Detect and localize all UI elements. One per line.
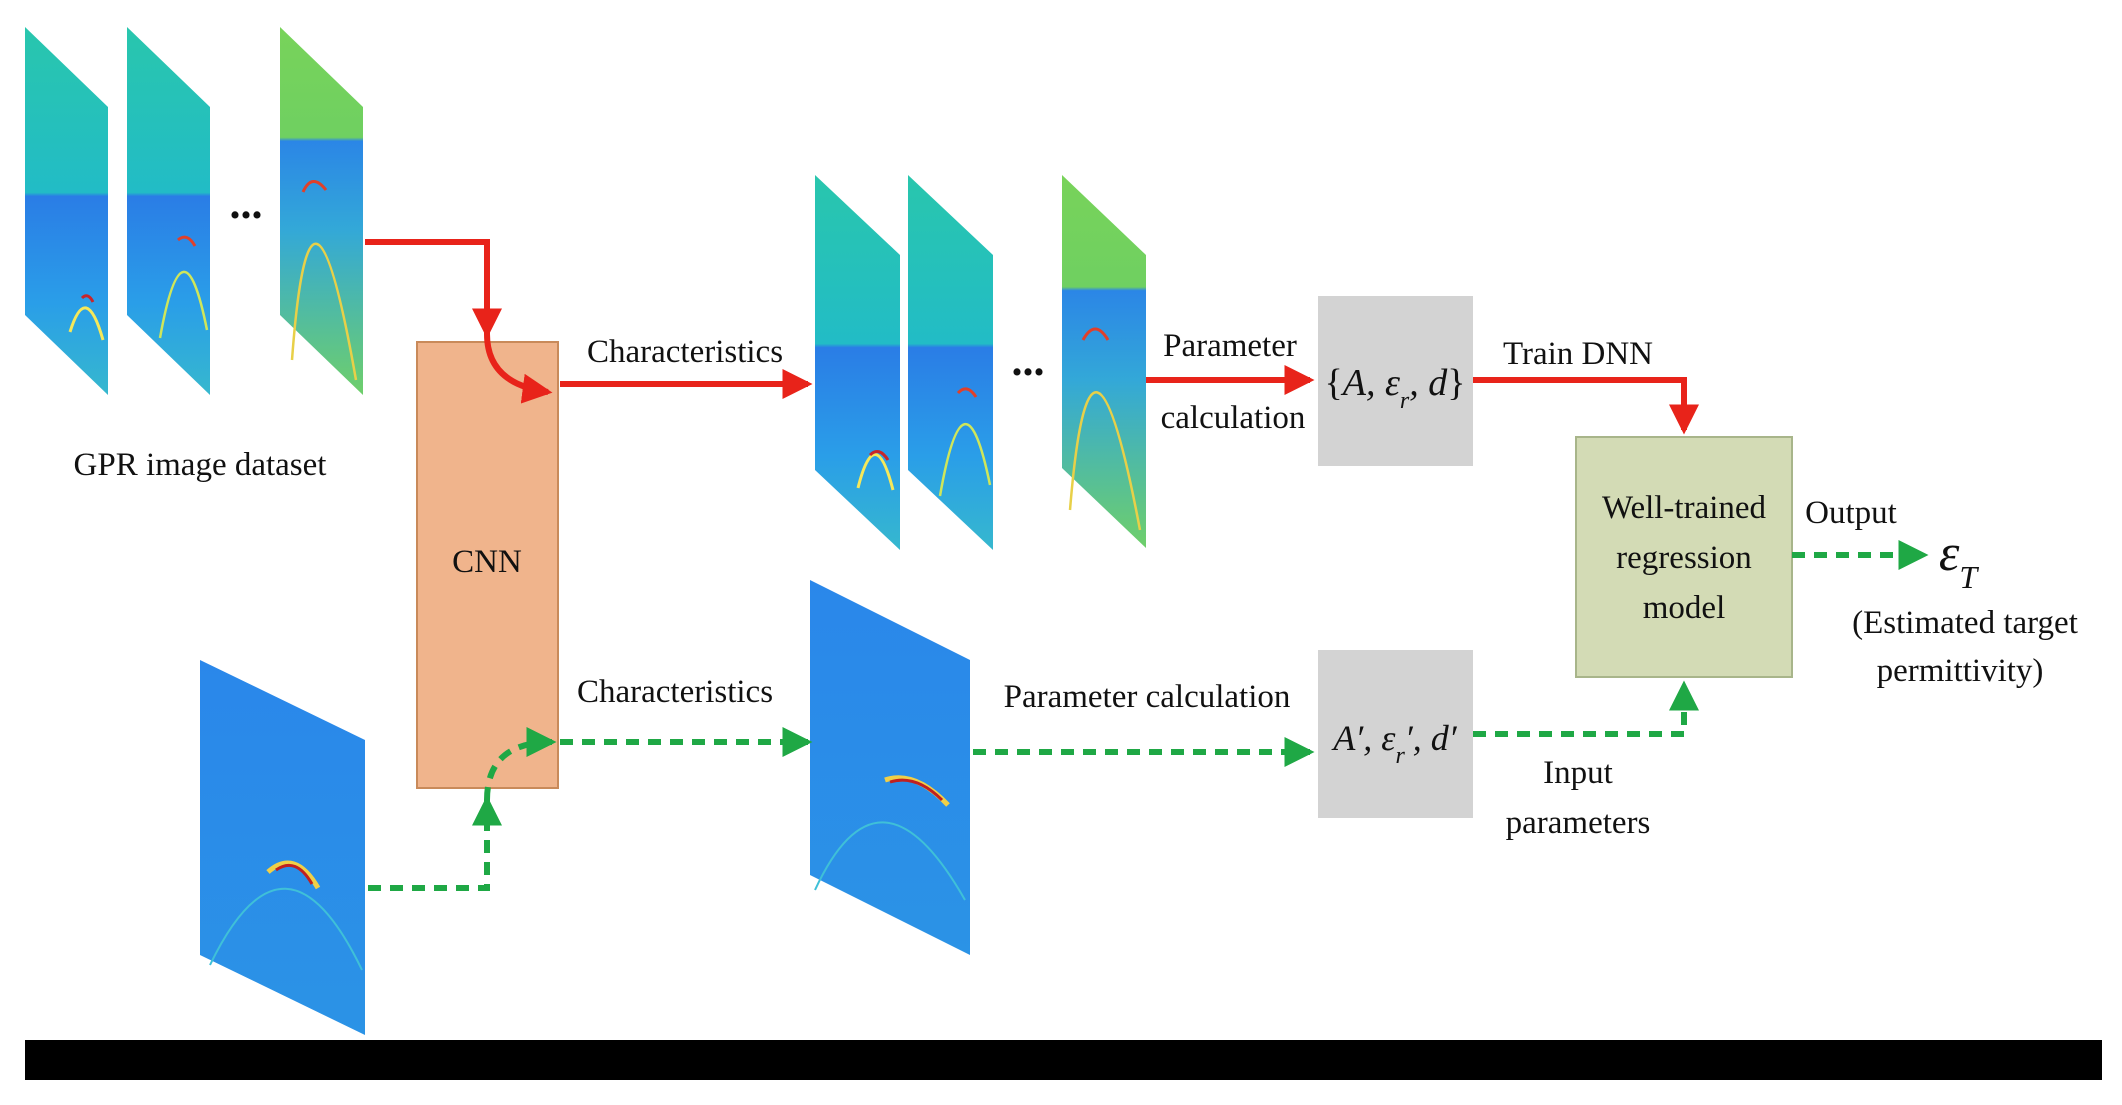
param-box-bottom: A′, εr′, d′ xyxy=(1318,650,1473,818)
model-label-line2: regression xyxy=(1616,540,1752,576)
model-box xyxy=(1575,436,1793,678)
characteristics-label-top: Characteristics xyxy=(587,334,783,370)
output-symbol: εT xyxy=(1939,525,1980,595)
model-label-line1: Well-trained xyxy=(1602,490,1767,526)
dataset-images: ... GPR image dataset xyxy=(25,27,363,483)
param-box-top: {A, εr, d} xyxy=(1318,296,1473,466)
param-calc-top-line1: Parameter xyxy=(1163,328,1297,364)
output-desc-line1: (Estimated target xyxy=(1852,605,2078,641)
arrow-dataset-to-cnn xyxy=(365,239,502,339)
gpr-image-1 xyxy=(25,27,108,395)
ellipsis-mid: ... xyxy=(1012,336,1045,385)
cnn-block: CNN xyxy=(416,341,559,789)
input-image xyxy=(200,660,365,1035)
arrow-cnn-to-characteristics xyxy=(484,333,553,404)
arrow-input-to-cnn xyxy=(368,795,502,891)
arrow-cnn-to-characteristics-bottom xyxy=(484,727,557,801)
char-image-3 xyxy=(1062,175,1146,548)
arrow-input-params xyxy=(1473,680,1699,737)
input-params-line2: parameters xyxy=(1506,805,1651,841)
training-arrows xyxy=(365,239,1699,435)
output-label: Output xyxy=(1805,495,1897,531)
bottom-bar xyxy=(25,1040,2102,1080)
output-desc-line2: permittivity) xyxy=(1877,653,2044,689)
characteristics-label-bottom: Characteristics xyxy=(577,674,773,710)
gpr-image-2 xyxy=(127,27,210,395)
ellipsis-left: ... xyxy=(230,179,263,228)
inference-arrows xyxy=(368,540,1929,891)
dataset-label: GPR image dataset xyxy=(74,447,327,483)
cnn-label: CNN xyxy=(452,544,522,580)
param-calc-top-line2: calculation xyxy=(1161,400,1306,436)
gpr-image-3 xyxy=(280,27,363,395)
param-calc-bottom-label: Parameter calculation xyxy=(1004,679,1291,715)
input-characteristic-image xyxy=(810,580,970,955)
cnn-box xyxy=(416,341,559,789)
model-label-line3: model xyxy=(1643,590,1725,626)
regression-model: Well-trained regression model xyxy=(1575,436,1793,678)
train-dnn-label: Train DNN xyxy=(1503,336,1653,372)
input-params-line1: Input xyxy=(1543,755,1613,791)
char-image-2 xyxy=(908,175,993,550)
arrow-train-dnn xyxy=(1473,377,1699,435)
characteristic-images-top: ... xyxy=(815,175,1146,550)
char-image-1 xyxy=(815,175,900,550)
